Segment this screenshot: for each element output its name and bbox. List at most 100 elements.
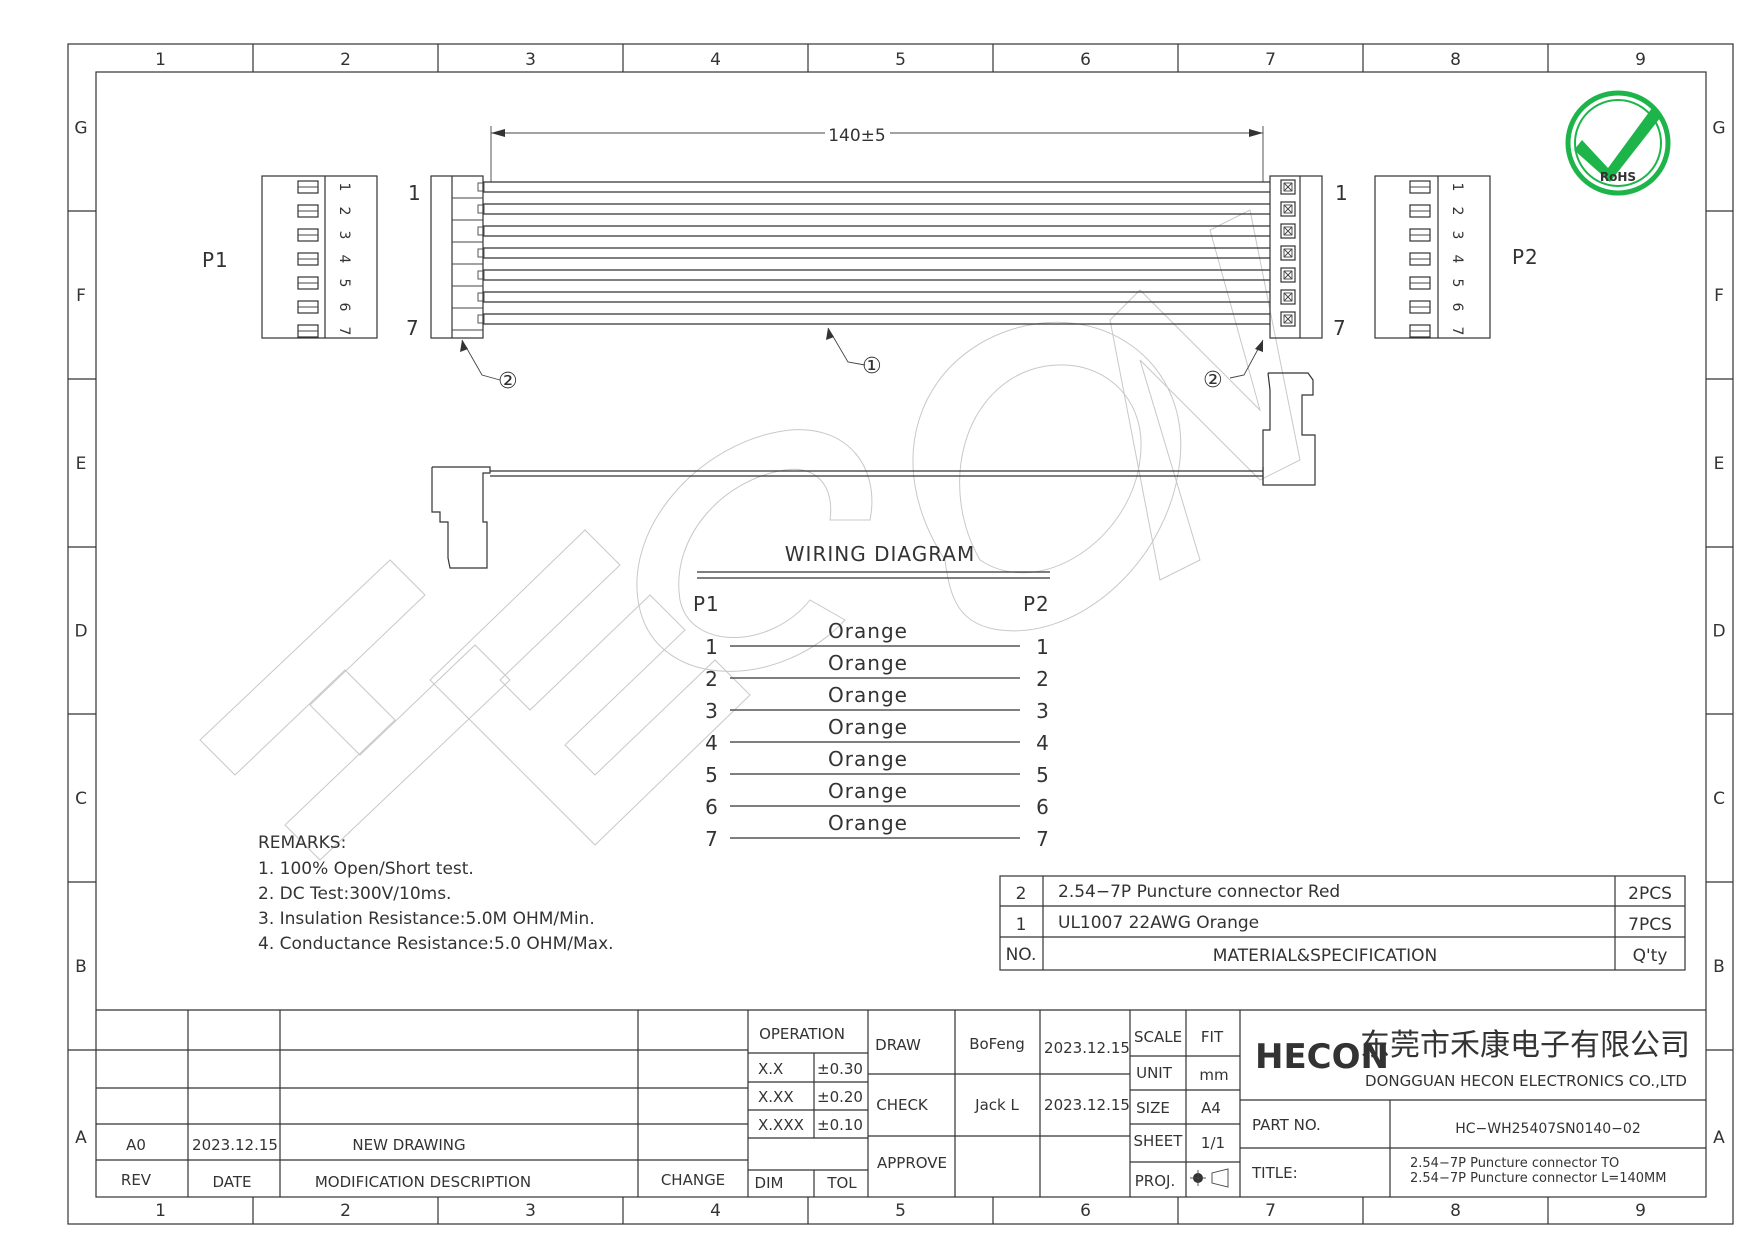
approve-label: APPROVE [877, 1154, 947, 1172]
row-label: C [1713, 789, 1725, 809]
title-line-2: 2.54−7P Puncture connector L=140MM [1410, 1171, 1666, 1186]
pin-number: 6 [1449, 303, 1465, 312]
column-label: 3 [525, 1201, 536, 1221]
wiring-left-pin: 2 [705, 667, 719, 691]
check-date: 2023.12.15 [1044, 1096, 1130, 1114]
bom-spec: 2.54−7P Puncture connector Red [1058, 882, 1340, 902]
wire-color-label: Orange [828, 651, 908, 675]
wire-color-label: Orange [828, 715, 908, 739]
wiring-right-pin: 1 [1036, 635, 1050, 659]
title-line-1: 2.54−7P Puncture connector TO [1410, 1156, 1619, 1171]
bom-no: 2 [1016, 884, 1027, 904]
contact-cell [1280, 267, 1296, 283]
row-label: E [76, 454, 87, 474]
wiring-right-pin: 2 [1036, 667, 1050, 691]
row-label: C [75, 789, 87, 809]
pin-number: 7 [336, 327, 352, 336]
column-label: 5 [895, 50, 906, 70]
row-label: A [75, 1128, 87, 1148]
company-name-cn: 东莞市禾康电子有限公司 [1360, 1028, 1690, 1063]
bom-header-spec: MATERIAL&SPECIFICATION [1213, 946, 1437, 966]
wiring-diagram-title: WIRING DIAGRAM [785, 542, 975, 566]
tol-value: ±0.10 [817, 1116, 863, 1134]
scale-label: SCALE [1134, 1028, 1182, 1046]
date-header: DATE [212, 1173, 251, 1191]
row-label: D [1712, 622, 1725, 642]
description-header: MODIFICATION DESCRIPTION [315, 1173, 531, 1191]
rev-value: A0 [126, 1136, 146, 1154]
row-label: F [76, 286, 86, 306]
wire-color-label: Orange [828, 779, 908, 803]
hecon-watermark [199, 209, 1301, 861]
pin-number: 5 [336, 279, 352, 288]
pin-number: 1 [336, 183, 352, 192]
wiring-right-pin: 6 [1036, 795, 1050, 819]
proj-label: PROJ. [1135, 1172, 1175, 1190]
wiring-p1-label: P1 [693, 592, 720, 616]
bom-spec: UL1007 22AWG Orange [1058, 913, 1259, 933]
title-block: A0 2023.12.15 NEW DRAWING REV DATE MODIF… [96, 1009, 1706, 1197]
wire-color-label: Orange [828, 619, 908, 643]
callout-connector-right: ② [1203, 368, 1223, 393]
contact-cell [1280, 289, 1296, 305]
column-label: 3 [525, 50, 536, 70]
column-label: 1 [155, 50, 166, 70]
cable-assembly-top-view: 1 7 1 7 [406, 175, 1349, 340]
draw-label: DRAW [875, 1036, 921, 1054]
wiring-right-pin: 5 [1036, 763, 1050, 787]
row-label: E [1714, 454, 1725, 474]
bom-qty: 2PCS [1628, 884, 1672, 904]
rev-description: NEW DRAWING [352, 1136, 465, 1154]
contact-cell [1280, 201, 1296, 217]
scale-value: FIT [1201, 1028, 1224, 1046]
callout-connector-left: ② [498, 369, 518, 394]
remarks: REMARKS: 1. 100% Open/Short test.2. DC T… [258, 833, 614, 954]
pin-number: 2 [1449, 207, 1465, 216]
remark-item: 2. DC Test:300V/10ms. [258, 884, 451, 904]
contact-cell [1280, 245, 1296, 261]
pin-number: 3 [1449, 231, 1465, 240]
rev-date: 2023.12.15 [192, 1136, 278, 1154]
wiring-left-pin: 6 [705, 795, 719, 819]
remark-item: 4. Conductance Resistance:5.0 OHM/Max. [258, 934, 614, 954]
title-label: TITLE: [1251, 1164, 1298, 1182]
size-value: A4 [1201, 1099, 1221, 1117]
tol-label: TOL [826, 1174, 857, 1192]
right-pin-1-label: 1 [1335, 181, 1349, 205]
row-label: F [1714, 286, 1724, 306]
tol-dim: X.XXX [758, 1116, 804, 1134]
column-label: 7 [1265, 50, 1276, 70]
operation-label: OPERATION [759, 1025, 845, 1043]
tol-dim: X.X [758, 1060, 783, 1078]
column-label: 6 [1080, 50, 1091, 70]
wiring-left-pin: 4 [705, 731, 719, 755]
change-header: CHANGE [661, 1171, 725, 1189]
third-angle-projection-icon [1190, 1168, 1229, 1188]
check-name: Jack L [974, 1096, 1019, 1114]
length-dimension-text: 140±5 [828, 126, 886, 146]
column-label: 1 [155, 1201, 166, 1221]
pin-number: 6 [336, 303, 352, 312]
rohs-label: RoHS [1600, 170, 1636, 184]
unit-value: mm [1199, 1066, 1228, 1084]
size-label: SIZE [1136, 1099, 1170, 1117]
draw-date: 2023.12.15 [1044, 1039, 1130, 1057]
callout-wire: ① [862, 354, 882, 379]
wire-color-label: Orange [828, 811, 908, 835]
column-label: 8 [1450, 50, 1461, 70]
right-pin-7-label: 7 [1333, 316, 1347, 340]
wiring-left-pin: 1 [705, 635, 719, 659]
wire-color-label: Orange [828, 747, 908, 771]
column-label: 8 [1450, 1201, 1461, 1221]
contact-cell [1280, 179, 1296, 195]
row-label: D [74, 622, 87, 642]
column-label: 9 [1635, 1201, 1646, 1221]
draw-name: BoFeng [969, 1035, 1025, 1053]
pin-number: 4 [336, 255, 352, 264]
tol-value: ±0.30 [817, 1060, 863, 1078]
